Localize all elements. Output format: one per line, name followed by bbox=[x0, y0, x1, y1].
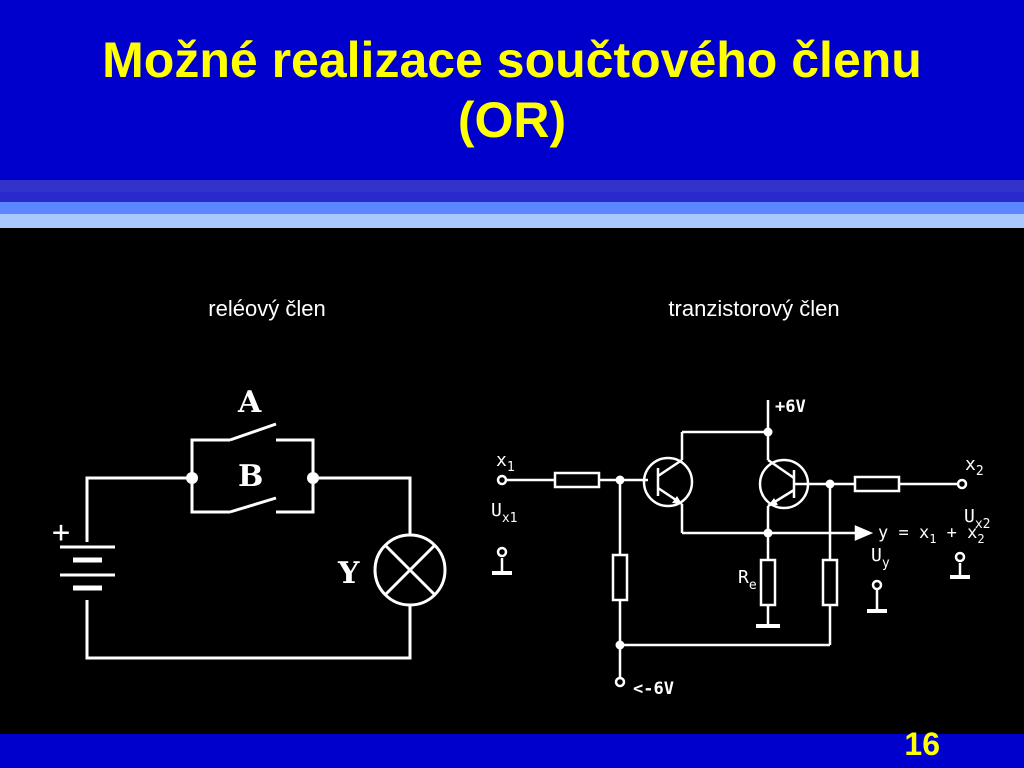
terminal bbox=[614, 676, 626, 688]
relay-wire bbox=[190, 478, 230, 514]
resistor-input-2 bbox=[853, 475, 901, 493]
resistor-re bbox=[759, 558, 777, 607]
transistor-caption: tranzistorový člen bbox=[668, 296, 840, 321]
relay-node bbox=[186, 472, 198, 484]
input-2-label: x2 bbox=[965, 454, 984, 479]
terminal bbox=[496, 546, 508, 558]
relay-wire bbox=[85, 476, 192, 542]
relay-circuit bbox=[60, 422, 447, 660]
transistor-2-collector bbox=[767, 458, 795, 480]
resistor-input-1 bbox=[553, 471, 601, 489]
transistor-1-emitter-arrow bbox=[672, 496, 682, 504]
ux1-label: Ux1 bbox=[491, 500, 518, 526]
output-arrow bbox=[854, 525, 874, 541]
header-stripe bbox=[0, 214, 1024, 228]
relay-wire bbox=[276, 478, 315, 514]
node bbox=[763, 528, 773, 538]
transistor-1-collector bbox=[657, 458, 683, 478]
lamp-cross bbox=[383, 543, 437, 597]
relay-node bbox=[307, 472, 319, 484]
supply-neg-label: <-6V bbox=[633, 679, 674, 699]
supply-pos-label: +6V bbox=[775, 397, 806, 417]
node bbox=[763, 427, 773, 437]
output-equation: y = x1 + x2 bbox=[878, 523, 985, 546]
relay-wire bbox=[85, 600, 412, 660]
lamp-circle bbox=[373, 533, 447, 607]
node bbox=[615, 475, 625, 485]
transistor-labels: +6V <-6V x1 Ux1 x2 Ux2 y = x1 + x2 Uy Re bbox=[491, 397, 991, 699]
switch-b-contact bbox=[229, 496, 277, 514]
relay-wire bbox=[313, 476, 412, 535]
resistor-bias-2 bbox=[821, 558, 839, 607]
transistor-circuit bbox=[492, 400, 970, 680]
footer-bar bbox=[0, 734, 1024, 768]
header-stripe bbox=[0, 202, 1024, 214]
transistor-2-emitter-arrow bbox=[768, 498, 778, 506]
terminal bbox=[956, 478, 968, 490]
node bbox=[825, 479, 835, 489]
switch-b-label: B bbox=[238, 459, 263, 494]
slide-title: Možné realizace součtového členu (OR) bbox=[0, 30, 1024, 150]
switch-a-contact bbox=[229, 422, 277, 442]
input-1-label: x1 bbox=[496, 450, 515, 475]
title-line-2: (OR) bbox=[457, 92, 567, 148]
switch-a-label: A bbox=[237, 385, 262, 420]
relay-caption: reléový člen bbox=[208, 296, 326, 321]
title-line-1: Možné realizace součtového členu bbox=[102, 32, 922, 88]
transistor-terminals bbox=[496, 474, 968, 688]
header-stripe bbox=[0, 192, 1024, 202]
ux2-label: Ux2 bbox=[964, 506, 991, 532]
lamp-label: Y bbox=[337, 556, 360, 591]
page-number: 16 bbox=[904, 726, 940, 762]
terminal bbox=[954, 551, 966, 563]
transistor-nodes bbox=[615, 427, 835, 650]
title-bar bbox=[0, 0, 1024, 180]
terminal bbox=[496, 474, 508, 486]
relay-wire bbox=[276, 438, 315, 478]
relay-wire bbox=[190, 438, 230, 478]
node bbox=[615, 640, 625, 650]
battery-plus-label: + bbox=[52, 515, 70, 550]
resistor-bias-1 bbox=[611, 553, 629, 602]
terminal bbox=[871, 579, 883, 591]
uy-label: Uy bbox=[871, 545, 890, 571]
transistor-1 bbox=[642, 456, 694, 508]
header-stripe bbox=[0, 180, 1024, 192]
re-label: Re bbox=[738, 567, 757, 593]
